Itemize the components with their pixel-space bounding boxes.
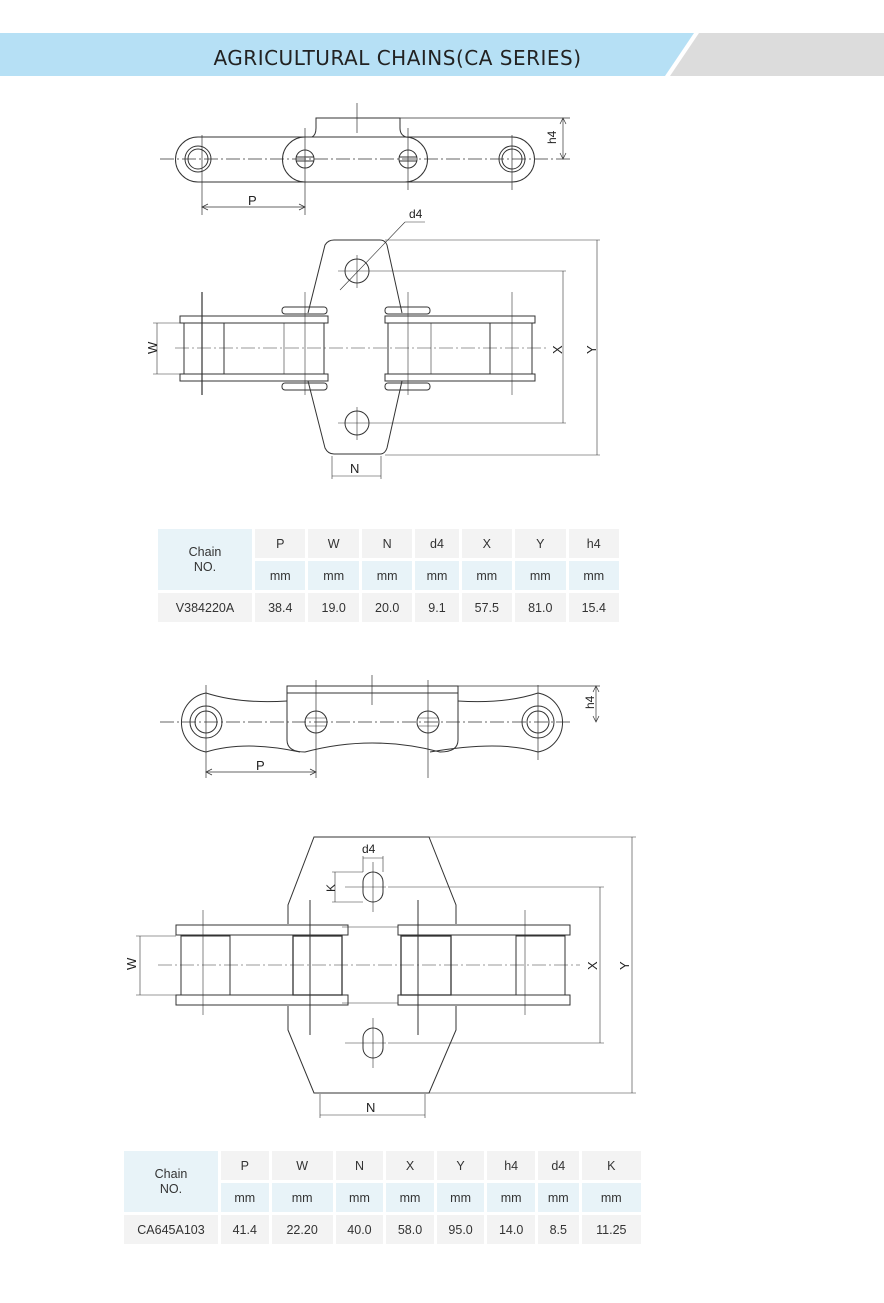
- unit-cell: mm: [436, 1183, 485, 1212]
- col-header: Y: [436, 1151, 485, 1180]
- d4-label: d4: [409, 207, 423, 221]
- col-header: P: [221, 1151, 269, 1180]
- table-row: V384220A 38.4 19.0 20.0 9.1 57.5 81.0 15…: [158, 593, 619, 622]
- col-header: N: [335, 1151, 384, 1180]
- value-cell: 58.0: [386, 1215, 434, 1244]
- d4-label: d4: [362, 842, 376, 856]
- chain-no-header: Chain NO.: [158, 529, 252, 590]
- unit-cell: mm: [386, 1183, 434, 1212]
- chain-no-header: Chain NO.: [124, 1151, 218, 1212]
- banner-blue-band: [0, 33, 694, 76]
- chain-no-cell: V384220A: [158, 593, 252, 622]
- value-cell: 20.0: [361, 593, 413, 622]
- value-cell: 8.5: [537, 1215, 579, 1244]
- value-cell: 81.0: [515, 593, 566, 622]
- col-header: d4: [537, 1151, 579, 1180]
- value-cell: 57.5: [461, 593, 513, 622]
- value-cell: 14.0: [487, 1215, 535, 1244]
- k-label: K: [324, 884, 338, 892]
- col-header: X: [386, 1151, 434, 1180]
- col-header: N: [361, 529, 413, 558]
- unit-cell: mm: [581, 1183, 641, 1212]
- chain1-side-view-drawing: h4 P: [160, 103, 570, 215]
- value-cell: 19.0: [308, 593, 359, 622]
- value-cell: 95.0: [436, 1215, 485, 1244]
- chain2-side-view-drawing: h4 P: [160, 675, 600, 778]
- unit-cell: mm: [335, 1183, 384, 1212]
- w-label: W: [124, 957, 139, 970]
- value-cell: 41.4: [221, 1215, 269, 1244]
- value-cell: 38.4: [255, 593, 306, 622]
- y-label: Y: [584, 345, 599, 354]
- unit-cell: mm: [221, 1183, 269, 1212]
- x-label: X: [585, 961, 600, 970]
- value-cell: 9.1: [415, 593, 459, 622]
- x-label: X: [550, 345, 565, 354]
- unit-cell: mm: [515, 561, 566, 590]
- value-cell: 40.0: [335, 1215, 384, 1244]
- spec-table-1: Chain NO. P W N d4 X Y h4 mm mm mm mm mm…: [155, 526, 622, 625]
- unit-cell: mm: [537, 1183, 579, 1212]
- col-header: K: [581, 1151, 641, 1180]
- chain2-top-view-drawing: d4 K W X Y N: [124, 836, 636, 1118]
- chain-no-cell: CA645A103: [124, 1215, 218, 1244]
- value-cell: 22.20: [271, 1215, 333, 1244]
- col-header: P: [255, 529, 306, 558]
- banner-gray-band: [670, 33, 884, 76]
- n-label: N: [350, 461, 359, 476]
- h4-label: h4: [583, 695, 597, 709]
- chain1-top-view-drawing: d4 W X Y N: [145, 207, 600, 479]
- value-cell: 15.4: [568, 593, 619, 622]
- unit-cell: mm: [361, 561, 413, 590]
- unit-cell: mm: [271, 1183, 333, 1212]
- pitch-label: P: [256, 758, 265, 773]
- unit-cell: mm: [415, 561, 459, 590]
- col-header: d4: [415, 529, 459, 558]
- col-header: X: [461, 529, 513, 558]
- unit-cell: mm: [461, 561, 513, 590]
- col-header: Y: [515, 529, 566, 558]
- unit-cell: mm: [487, 1183, 535, 1212]
- unit-cell: mm: [308, 561, 359, 590]
- col-header: h4: [487, 1151, 535, 1180]
- spec-table-2: Chain NO. P W N X Y h4 d4 K mm mm mm mm …: [121, 1148, 644, 1247]
- unit-cell: mm: [568, 561, 619, 590]
- table-row: CA645A103 41.4 22.20 40.0 58.0 95.0 14.0…: [124, 1215, 641, 1244]
- header-banner: AGRICULTURAL CHAINS(CA SERIES): [0, 33, 884, 76]
- page-title: AGRICULTURAL CHAINS(CA SERIES): [213, 46, 582, 70]
- pitch-label: P: [248, 193, 257, 208]
- col-header: W: [271, 1151, 333, 1180]
- n-label: N: [366, 1100, 375, 1115]
- y-label: Y: [617, 961, 632, 970]
- w-label: W: [145, 341, 160, 354]
- col-header: W: [308, 529, 359, 558]
- h4-label: h4: [545, 130, 559, 144]
- value-cell: 11.25: [581, 1215, 641, 1244]
- col-header: h4: [568, 529, 619, 558]
- unit-cell: mm: [255, 561, 306, 590]
